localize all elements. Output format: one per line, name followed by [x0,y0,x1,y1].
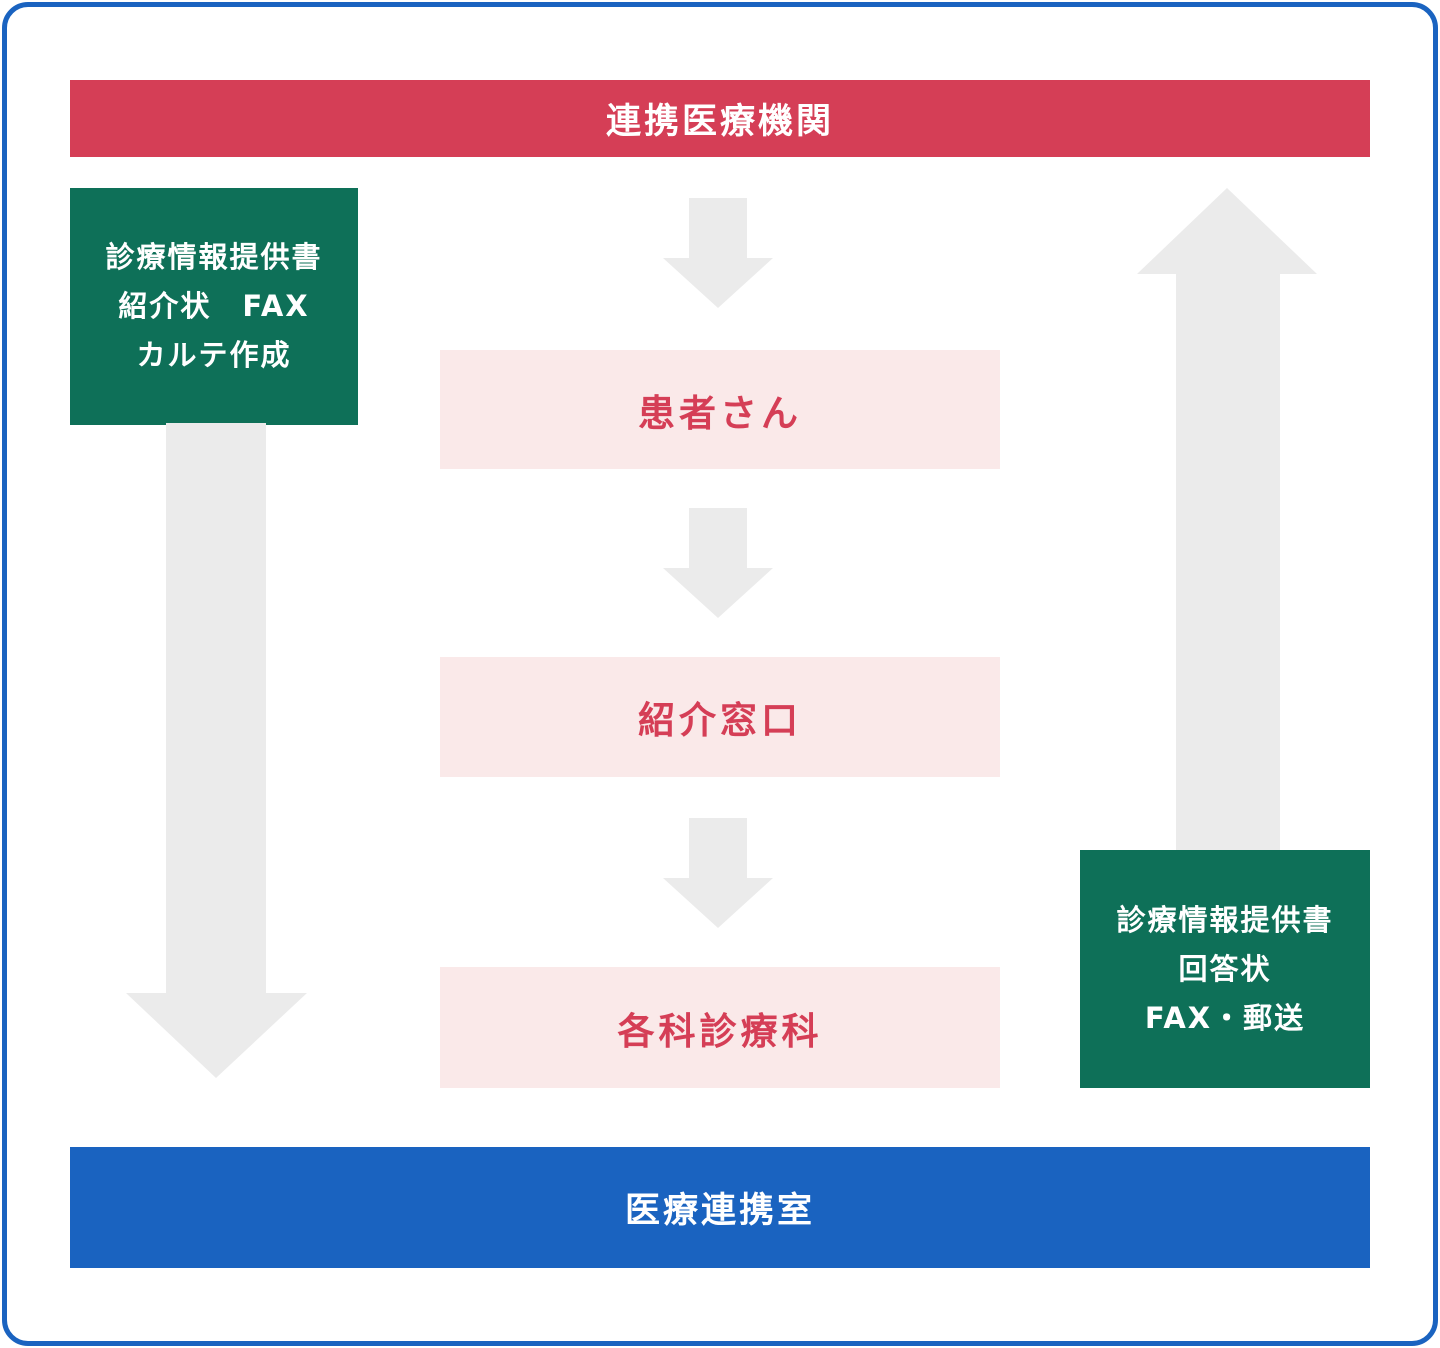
big-down-arrow-icon [126,423,307,1078]
arrow-head [663,878,773,928]
big-up-arrow-icon [1137,188,1317,850]
reply-documents-note: 診療情報提供書 回答状 FAX・郵送 [1080,850,1370,1088]
note-line: 紹介状 FAX [118,289,310,323]
note-line: カルテ作成 [136,338,292,372]
arrow-shaft [689,508,747,568]
flow-arrow-down-icon [663,818,773,928]
partner-medical-institutions-bar: 連携医療機関 [70,80,1370,157]
note-line: FAX・郵送 [1144,1000,1306,1035]
note-line: 診療情報提供書 [105,240,323,274]
departments-label: 各科診療科 [617,1009,823,1053]
arrow-shaft [1176,274,1280,850]
flow-arrow-down-icon [663,198,773,308]
arrow-shaft [689,198,747,258]
arrow-head [1137,188,1317,274]
partner-medical-institutions-label: 連携医療機関 [605,102,834,142]
arrow-head [663,568,773,618]
arrow-shaft [689,818,747,878]
note-line: 回答状 [1178,951,1272,986]
arrow-head [663,258,773,308]
flow-arrow-down-icon [663,508,773,618]
referral-desk-box: 紹介窓口 [440,657,1000,777]
referral-documents-note: 診療情報提供書 紹介状 FAX カルテ作成 [70,188,358,425]
patient-label: 患者さん [638,391,802,435]
referral-desk-label: 紹介窓口 [638,699,802,742]
arrow-shaft [166,423,266,993]
medical-cooperation-office-bar: 医療連携室 [70,1147,1370,1268]
note-line: 診療情報提供書 [1116,902,1334,937]
departments-box: 各科診療科 [440,967,1000,1088]
patient-box: 患者さん [440,350,1000,469]
medical-cooperation-office-label: 医療連携室 [624,1191,815,1231]
arrow-head [126,993,307,1078]
